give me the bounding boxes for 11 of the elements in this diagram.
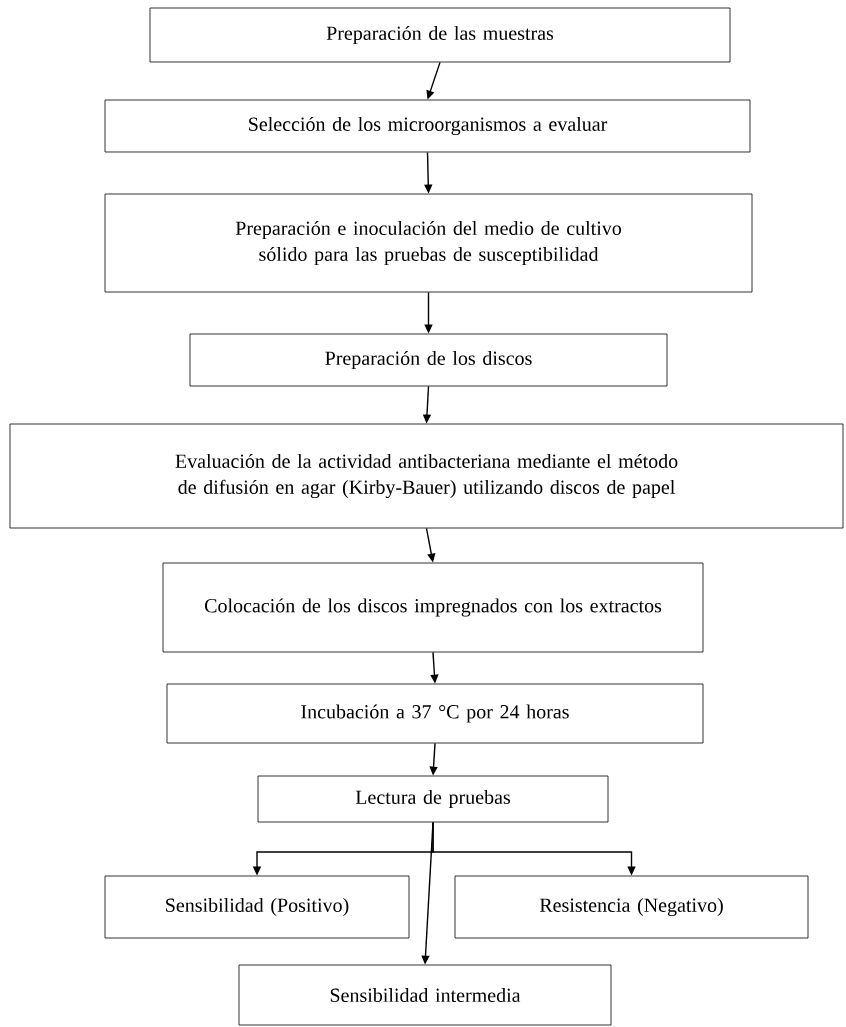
process-box: Lectura de pruebas xyxy=(257,775,609,823)
process-box: Preparación de las muestras xyxy=(149,7,731,63)
process-box: Incubación a 37 °C por 24 horas xyxy=(166,683,704,744)
process-box: Preparación e inoculación del medio de cultivo sólido para las pruebas de susceptibilidad xyxy=(104,193,753,293)
process-box: Evaluación de la actividad antibacteriana mediante el método de difusión en agar (Kirby-Bauer) utilizando discos de papel xyxy=(9,423,844,529)
process-box: Preparación de los discos xyxy=(189,333,668,387)
process-box: Resistencia (Negativo) xyxy=(454,875,809,939)
process-box: Sensibilidad (Positivo) xyxy=(104,875,410,939)
process-box: Colocación de los discos impregnados con los extractos xyxy=(162,562,704,653)
process-box: Selección de los microorganismos a evaluar xyxy=(104,99,751,153)
process-box: Sensibilidad intermedia xyxy=(238,964,612,1026)
